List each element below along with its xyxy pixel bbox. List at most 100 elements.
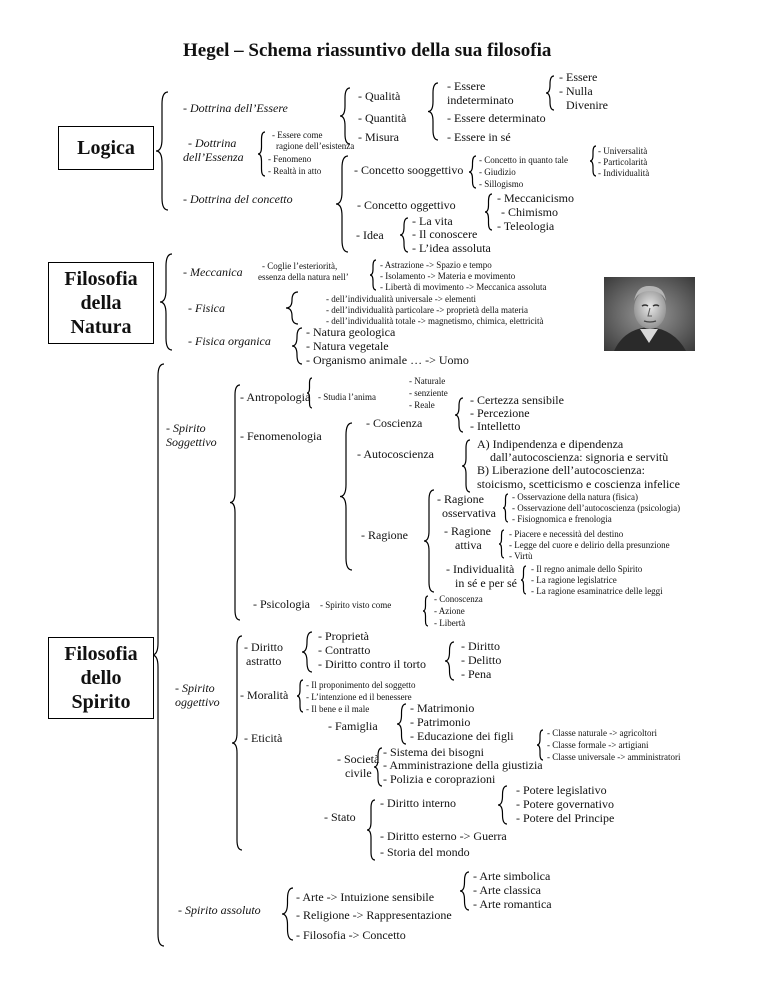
- classe-formale: - Classe formale -> artigiani: [547, 740, 649, 750]
- societa-civile-2: civile: [345, 766, 372, 780]
- naturale: - Naturale: [409, 376, 446, 386]
- senziente: - senziente: [409, 388, 448, 398]
- contratto: - Contratto: [318, 643, 371, 657]
- brace: [427, 82, 439, 141]
- dottrina-essenza-2: dell’Essenza: [183, 150, 244, 164]
- matrimonio: - Matrimonio: [410, 701, 475, 715]
- famiglia: - Famiglia: [328, 719, 378, 733]
- fisiognomica: - Fisiognomica e frenologia: [512, 514, 612, 524]
- meccanica: - Meccanica: [183, 265, 243, 279]
- patrimonio: - Patrimonio: [410, 715, 471, 729]
- concetto-tale: - Concetto in quanto tale: [479, 155, 568, 165]
- brace: [369, 259, 377, 291]
- piacere: - Piacere e necessità del destino: [509, 529, 624, 539]
- brace: [502, 493, 509, 523]
- individualita: - Individualità: [598, 168, 650, 178]
- moralita: - Moralità: [240, 688, 289, 702]
- essere-indeterminato-2: indeterminato: [447, 93, 514, 107]
- legge-cuore: - Legge del cuore e delirio della presun…: [509, 540, 670, 550]
- brace: [484, 193, 493, 231]
- essenza-item2: - Fenomeno: [268, 154, 312, 164]
- religione: - Religione -> Rappresentazione: [296, 908, 452, 922]
- brace: [339, 87, 351, 145]
- essere-determinato: - Essere determinato: [447, 111, 546, 125]
- natura-box: Filosofia della Natura: [48, 262, 154, 344]
- brace: [155, 91, 169, 211]
- spirito-assoluto: - Spirito assoluto: [178, 903, 261, 917]
- dottrina-essenza-1: - Dottrina: [188, 136, 237, 150]
- autocoscienza-a1: A) Indipendenza e dipendenza: [477, 437, 624, 451]
- educazione-figli: - Educazione dei figli: [410, 729, 514, 743]
- brace: [545, 75, 555, 111]
- hegel-portrait: [604, 277, 695, 351]
- page-title: Hegel – Schema riassuntivo della sua fil…: [183, 40, 552, 61]
- percezione: - Percezione: [470, 406, 530, 420]
- societa-civile-1: - Società: [337, 752, 380, 766]
- brace: [536, 729, 544, 761]
- dottrina-essere: - Dottrina dell’Essere: [183, 101, 288, 115]
- brace: [339, 422, 353, 571]
- fisica-2: - dell’individualità particolare -> prop…: [326, 305, 528, 315]
- brace: [520, 565, 527, 595]
- classe-universale: - Classe universale -> amministratori: [547, 752, 681, 762]
- potere-governativo: - Potere governativo: [516, 797, 614, 811]
- antropologia: - Antropologia: [240, 390, 311, 404]
- universalita: - Universalità: [598, 146, 648, 156]
- divenire: Divenire: [566, 98, 608, 112]
- ragione-esaminatrice: - La ragione esaminatrice delle leggi: [531, 586, 663, 596]
- autocoscienza: - Autocoscienza: [357, 447, 434, 461]
- arte: - Arte -> Intuizione sensibile: [296, 890, 435, 904]
- eticita: - Eticità: [244, 731, 283, 745]
- fisica: - Fisica: [188, 301, 225, 315]
- meccanica-3: - Libertà di movimento -> Meccanica asso…: [380, 282, 547, 292]
- stato: - Stato: [324, 810, 356, 824]
- giudizio: - Giudizio: [479, 167, 516, 177]
- quantita: - Quantità: [358, 111, 407, 125]
- natura-label: Filosofia della Natura: [64, 268, 138, 338]
- reale: - Reale: [409, 400, 435, 410]
- individualita-1: - Individualità: [446, 562, 515, 576]
- proprieta: - Proprietà: [318, 629, 369, 643]
- misura: - Misura: [358, 130, 399, 144]
- conoscenza: - Conoscenza: [434, 594, 483, 604]
- dottrina-concetto: - Dottrina del concetto: [183, 192, 293, 206]
- natura-vegetale: - Natura vegetale: [306, 339, 389, 353]
- ragione-osservativa-2: osservativa: [442, 506, 496, 520]
- potere-principe: - Potere del Principe: [516, 811, 615, 825]
- brace: [423, 489, 435, 593]
- spirito-oggettivo-1: - Spirito: [175, 681, 215, 695]
- arte-romantica: - Arte romantica: [473, 897, 552, 911]
- moralita-2: - L’intenzione ed il benessere: [306, 692, 412, 702]
- brace: [459, 871, 470, 911]
- brace: [231, 635, 243, 851]
- fisica-3: - dell’individualità totale -> magnetism…: [326, 316, 544, 326]
- ragione-attiva-2: attiva: [455, 538, 482, 552]
- coscienza: - Coscienza: [366, 416, 423, 430]
- brace: [335, 155, 349, 253]
- concetto-soggettivo: - Concetto sooggettivo: [354, 163, 464, 177]
- psicologia: - Psicologia: [253, 597, 310, 611]
- virtu: - Virtù: [509, 551, 533, 561]
- organismo-animale: - Organismo animale … -> Uomo: [306, 353, 469, 367]
- individualita-2: in sé e per sé: [455, 576, 517, 590]
- psicologia-desc: - Spirito visto come: [320, 600, 392, 610]
- ragione-osservativa-1: - Ragione: [437, 492, 484, 506]
- meccanica-desc-2: essenza della natura nell’: [258, 272, 349, 282]
- idea: - Idea: [356, 228, 384, 242]
- diritto-leaf: - Diritto: [461, 639, 500, 653]
- autocoscienza-b2: stoicismo, scetticismo e coscienza infel…: [477, 477, 680, 491]
- meccanica-2: - Isolamento -> Materia e movimento: [380, 271, 516, 281]
- sillogismo: - Sillogismo: [479, 179, 524, 189]
- natura-geologica: - Natura geologica: [306, 325, 396, 339]
- brace: [444, 641, 455, 681]
- meccanica-1: - Astrazione -> Spazio e tempo: [380, 260, 492, 270]
- brace: [281, 887, 294, 941]
- logica-box: Logica: [58, 126, 154, 170]
- brace: [291, 327, 303, 365]
- brace: [285, 291, 299, 325]
- essenza-item1b: ragione dell’esistenza: [276, 141, 355, 151]
- brace: [301, 631, 313, 673]
- autocoscienza-b1: B) Liberazione dell’autocoscienza:: [477, 463, 645, 477]
- essere-leaf: - Essere: [559, 70, 598, 84]
- osservazione-autocoscienza: - Osservazione dell’autocoscienza (psico…: [512, 503, 681, 513]
